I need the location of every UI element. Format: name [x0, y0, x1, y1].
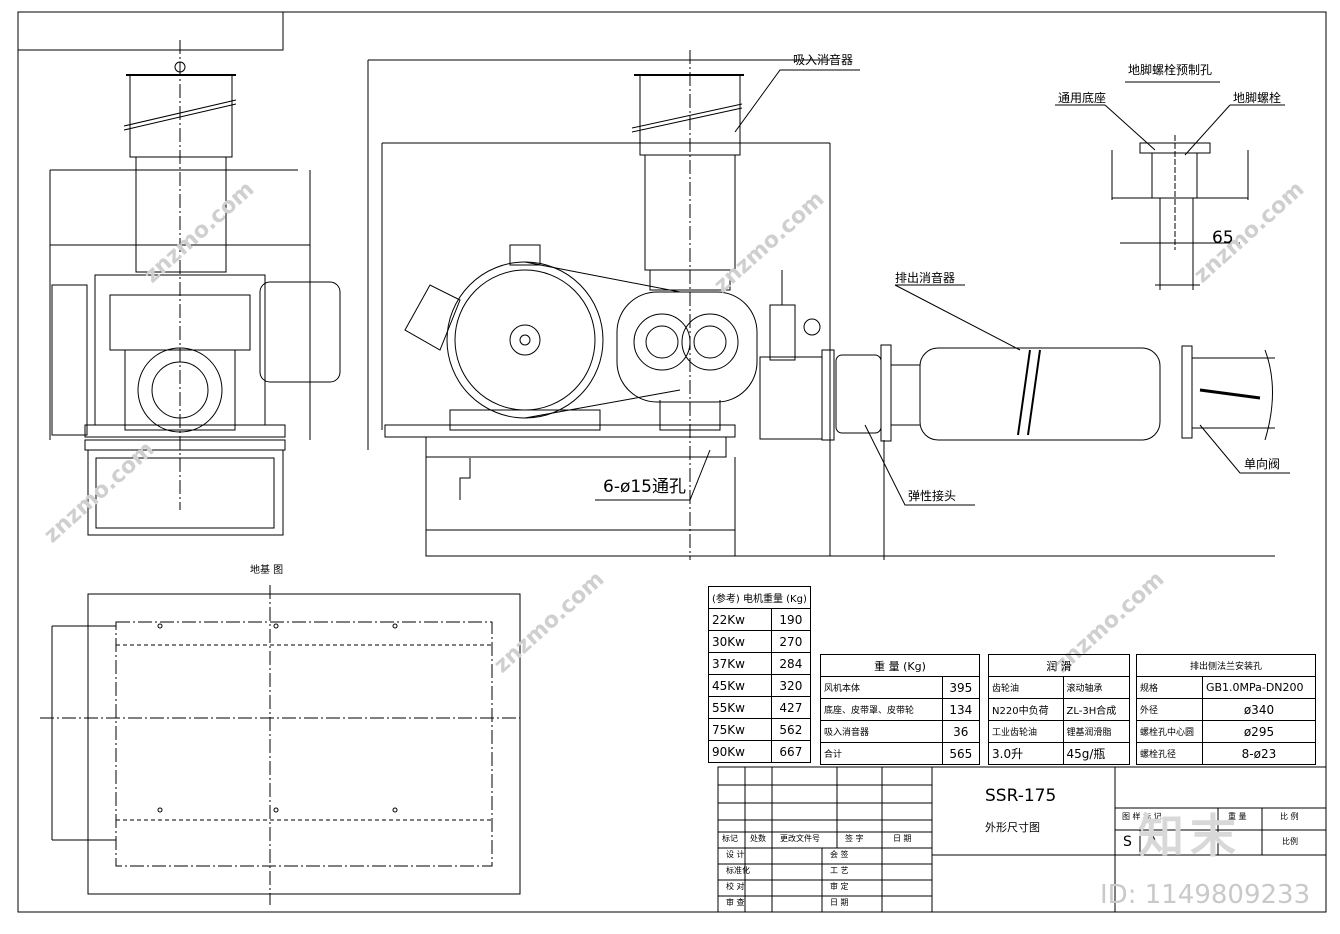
brand-watermark: 知末 [1138, 809, 1242, 863]
tb-role: 校 对 [726, 882, 745, 891]
table-cell: 395 [941, 676, 981, 699]
tb-scale-cell: A [1148, 834, 1158, 850]
tb-col: 签 字 [845, 834, 864, 843]
tb-col: 日 期 [893, 834, 912, 843]
table-cell: 667 [770, 740, 811, 763]
id-watermark: ID: 1149809233 [1100, 880, 1311, 910]
tb-scale-head: 比 例 [1280, 812, 1299, 821]
table-cell: 562 [770, 718, 811, 741]
table-cell: 75Kw [708, 718, 772, 741]
label-general-base: 通用底座 [1058, 91, 1107, 105]
table-cell: 320 [770, 674, 811, 697]
drawing-title: 外形尺寸图 [985, 821, 1040, 834]
lube-header: 润 滑 [988, 654, 1130, 677]
table-cell: ø295 [1201, 720, 1317, 743]
table-cell: 190 [770, 608, 811, 631]
table-cell: 合计 [820, 742, 943, 765]
label-foundation: 地基 图 [250, 565, 284, 576]
tb-scale-cell: 比例 [1282, 837, 1298, 846]
table-cell: 45Kw [708, 674, 772, 697]
tb-role: 审 查 [726, 898, 745, 907]
drawing-border [17, 11, 1327, 913]
table-cell: 3.0升 [988, 742, 1064, 765]
tb-role: 会 签 [830, 850, 849, 859]
table-cell: 22Kw [708, 608, 772, 631]
table-cell: 134 [941, 698, 981, 721]
tb-scale-head: 图 样 标 记 [1122, 812, 1162, 821]
table-cell: 锂基润滑脂 [1062, 720, 1130, 743]
table-cell: 55Kw [708, 696, 772, 719]
label-check-valve: 单向阀 [1244, 457, 1281, 471]
tb-role: 标准化 [726, 866, 750, 875]
table-cell: 90Kw [708, 740, 772, 763]
table-cell: 270 [770, 630, 811, 653]
table-cell: 工业齿轮油 [988, 720, 1064, 743]
table-cell: 螺栓孔中心圆 [1136, 720, 1203, 743]
table-cell: 吸入消音器 [820, 720, 943, 743]
tb-role: 工 艺 [830, 866, 849, 875]
table-cell: 427 [770, 696, 811, 719]
table-cell: 齿轮油 [988, 676, 1064, 699]
label-flex-joint: 弹性接头 [908, 489, 957, 503]
corner-box [17, 11, 284, 51]
tb-scale-head: 重 量 [1228, 812, 1247, 821]
table-cell: 螺栓孔径 [1136, 742, 1203, 765]
table-cell: GB1.0MPa-DN200 [1201, 676, 1317, 699]
table-cell: 8-ø23 [1201, 742, 1317, 765]
model-number: SSR-175 [985, 786, 1057, 806]
table-cell: 37Kw [708, 652, 772, 675]
table-cell: 284 [770, 652, 811, 675]
label-anchor-bolt: 地脚螺栓 [1233, 91, 1282, 105]
tb-col: 更改文件号 [780, 834, 820, 843]
foundation-plan [40, 585, 521, 905]
tb-col: 处数 [750, 834, 766, 843]
anchor-detail [1055, 81, 1285, 290]
front-view [367, 50, 1290, 560]
label-dim-65: 65 [1212, 228, 1234, 248]
flange-header: 排出侧法兰安装孔 [1136, 654, 1316, 677]
table-cell: 风机本体 [820, 676, 943, 699]
table-cell: 565 [941, 742, 981, 765]
table-cell: 45g/瓶 [1062, 742, 1130, 765]
table-cell: N220中负荷 [988, 698, 1064, 721]
tb-role: 审 定 [830, 882, 849, 891]
weight-header: 重 量 (Kg) [820, 654, 980, 677]
tb-role: 设 计 [726, 850, 745, 859]
tb-col: 标记 [722, 834, 738, 843]
table-cell: 30Kw [708, 630, 772, 653]
table-cell: ø340 [1201, 698, 1317, 721]
tb-role: 日 期 [830, 898, 849, 907]
label-exhaust-silencer: 排出消音器 [895, 271, 956, 285]
table-cell: 滚动轴承 [1062, 676, 1130, 699]
label-intake-silencer: 吸入消音器 [793, 53, 854, 67]
title-block-grid [717, 766, 1327, 913]
table-cell: 底座、皮带罩、皮带轮 [820, 698, 943, 721]
table-cell: 36 [941, 720, 981, 743]
tb-scale-cell: S [1123, 834, 1132, 850]
label-holes: 6-ø15通孔 [603, 477, 686, 497]
label-anchor-hole: 地脚螺栓预制孔 [1128, 63, 1213, 77]
end-view [49, 40, 341, 536]
motor-weight-header: (参考) 电机重量 (Kg) [708, 586, 811, 609]
table-cell: 规格 [1136, 676, 1203, 699]
table-cell: 外径 [1136, 698, 1203, 721]
table-cell: ZL-3H合成 [1062, 698, 1130, 721]
